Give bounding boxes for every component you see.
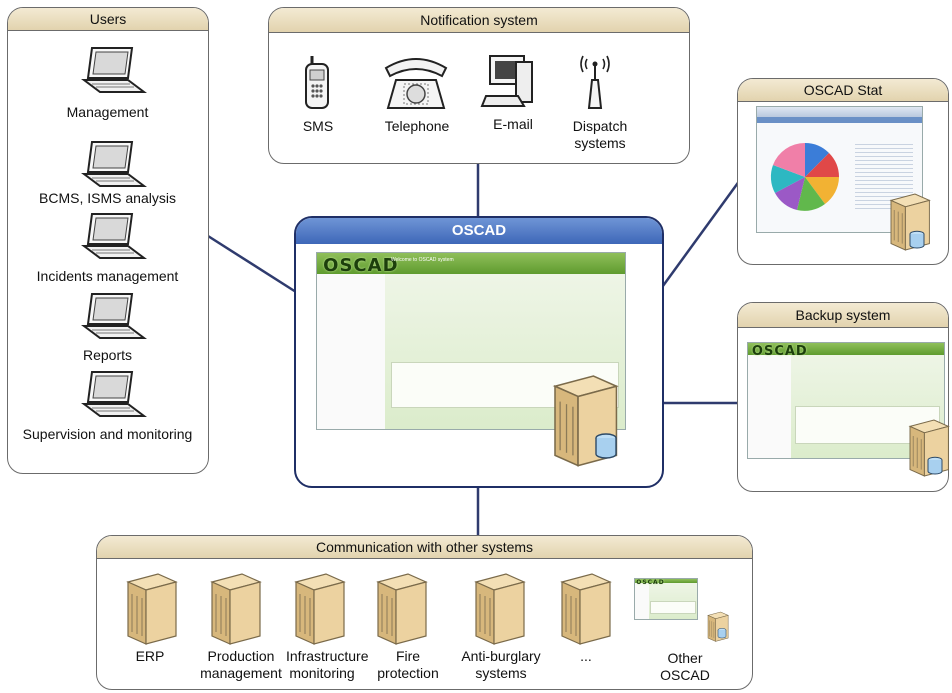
- users-panel-title: Users: [8, 8, 208, 31]
- oscad-app-screenshot: OSCAD Welcome to OSCAD system: [316, 252, 626, 430]
- computer-email-icon: [480, 55, 533, 107]
- comm-label-other-oscad: Other OSCAD: [660, 650, 710, 683]
- comm-label-production: Production management: [200, 648, 282, 681]
- oscad-screen-title: Welcome to OSCAD system: [390, 256, 454, 263]
- backup-app-screenshot: OSCAD: [747, 342, 945, 459]
- user-label-reports: Reports: [82, 347, 133, 363]
- user-label-incidents: Incidents management: [36, 268, 179, 284]
- communication-panel-title: Communication with other systems: [97, 536, 752, 559]
- notification-label-telephone: Telephone: [384, 118, 450, 134]
- backup-system-title: Backup system: [738, 303, 948, 328]
- oscad-stat-title: OSCAD Stat: [738, 79, 948, 102]
- notification-panel-title: Notification system: [269, 8, 689, 33]
- user-label-bcms: BCMS, ISMS analysis: [39, 190, 176, 206]
- notification-label-email: E-mail: [493, 116, 533, 132]
- comm-label-anti-burglary: Anti-burglary systems: [461, 648, 541, 681]
- database-icon: [717, 628, 727, 639]
- comm-label-infrastructure: Infrastructure monitoring: [286, 648, 369, 681]
- notification-panel: Notification system: [268, 7, 690, 164]
- comm-label-erp: ERP: [135, 648, 165, 664]
- user-label-supervision: Supervision and monitoring: [22, 426, 193, 442]
- user-label-management: Management: [66, 104, 149, 120]
- other-oscad-screenshot: OSCAD: [634, 578, 698, 620]
- comm-label-ellipsis: ...: [580, 648, 592, 664]
- oscad-main-title: OSCAD: [296, 218, 662, 244]
- notification-label-dispatch: Dispatch systems: [572, 118, 628, 151]
- notification-label-sms: SMS: [302, 118, 334, 134]
- radio-antenna-icon: [580, 55, 610, 109]
- comm-label-fire: Fire protection: [377, 648, 439, 681]
- pie-thumbnail: [770, 142, 839, 211]
- mobile-phone-icon: [305, 56, 329, 109]
- desk-telephone-icon: [384, 58, 448, 109]
